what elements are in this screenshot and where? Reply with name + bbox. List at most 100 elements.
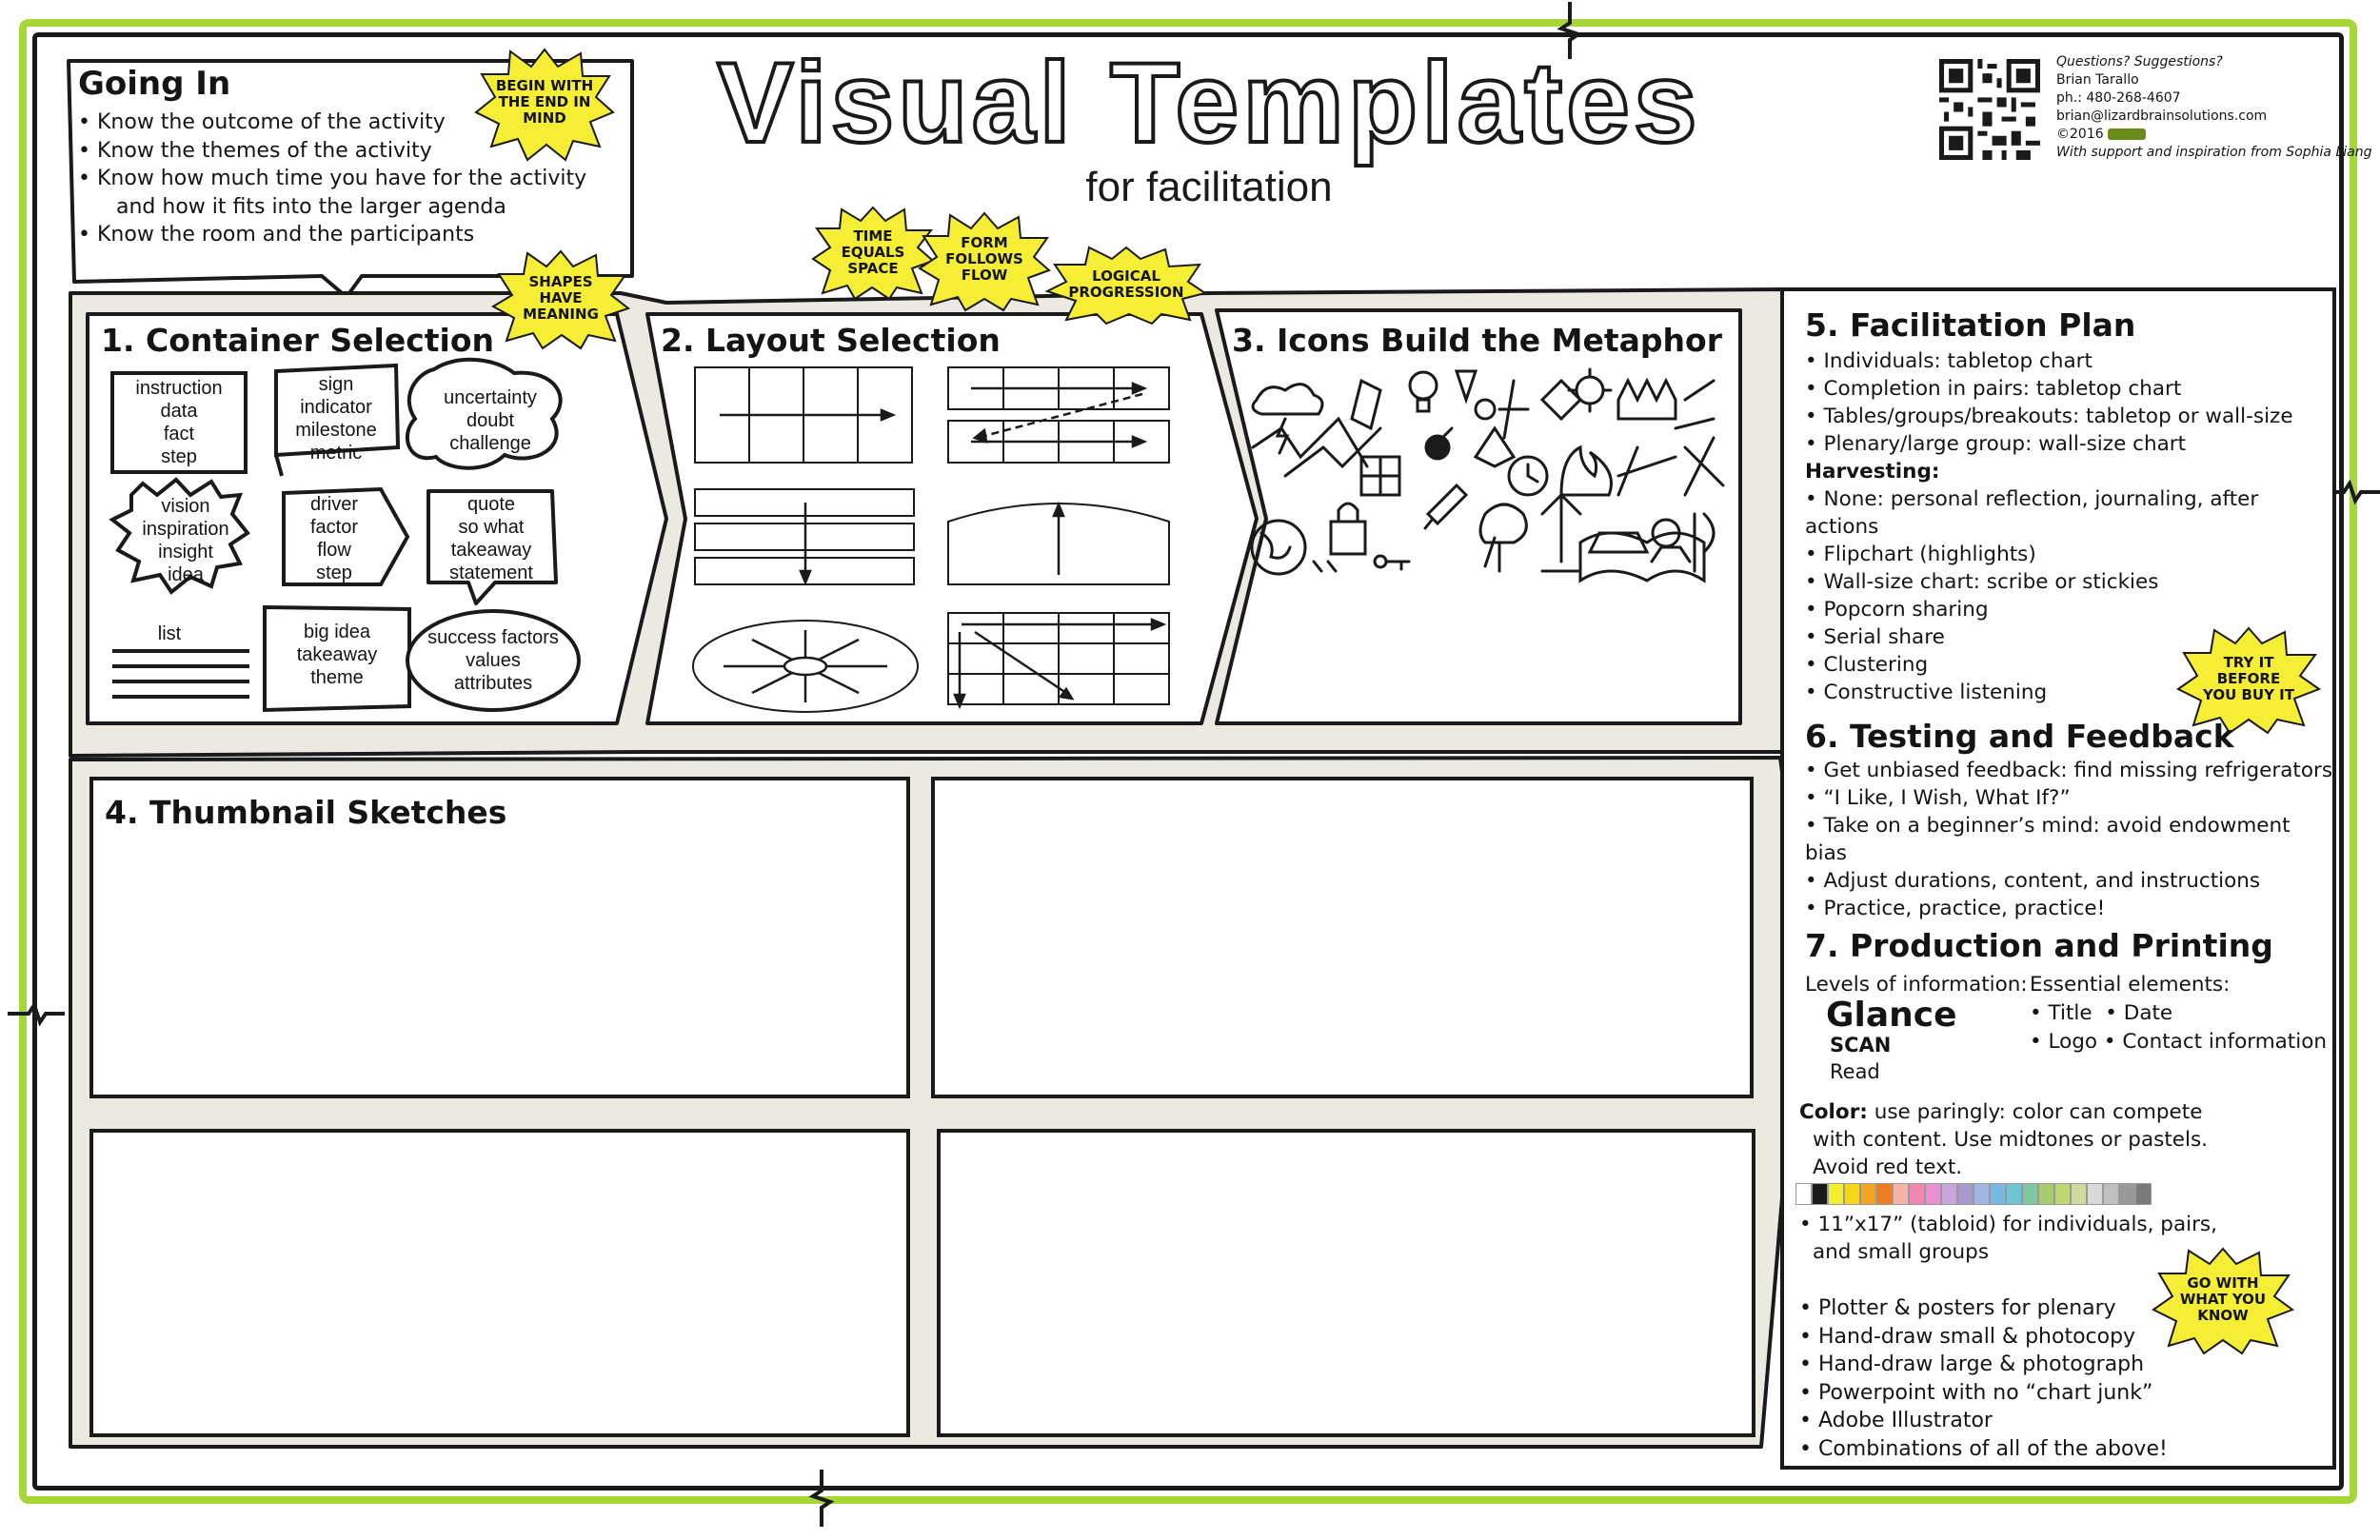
contact-email: brian@lizardbrainsolutions.com bbox=[2056, 109, 2268, 124]
contact-info: Questions? Suggestions? Brian Tarallo ph… bbox=[2056, 53, 2371, 162]
color-swatch bbox=[2071, 1183, 2087, 1205]
list-item: Know the outcome of the activity bbox=[78, 109, 630, 137]
list-item: Practice, practice, practice! bbox=[1805, 895, 2338, 922]
burst-begin-shape bbox=[474, 48, 615, 162]
contact-copyright: ©2016 bbox=[2056, 126, 2371, 144]
section-icons-metaphor: 3. Icons Build the Metaphor bbox=[1232, 322, 1722, 359]
contact-name: Brian Tarallo bbox=[2056, 72, 2139, 88]
color-swatch bbox=[1828, 1183, 1844, 1205]
section-production-printing: 7. Production and Printing bbox=[1805, 927, 2273, 964]
level-read: Read bbox=[1830, 1060, 1880, 1083]
color-swatch bbox=[1941, 1183, 1957, 1205]
color-swatch bbox=[2087, 1183, 2103, 1205]
burst-shapes-shape bbox=[491, 249, 630, 350]
color-swatch bbox=[2103, 1183, 2119, 1205]
list-item: Combinations of all of the above! bbox=[1799, 1435, 2313, 1464]
list-item: Know the themes of the activity bbox=[78, 137, 630, 166]
list-item: Wall-size chart: scribe or stickies bbox=[1805, 568, 2338, 596]
list-item: Constructive listening bbox=[1805, 679, 2338, 706]
list-item: Powerpoint with no “chart junk” bbox=[1799, 1379, 2313, 1408]
inner-frame bbox=[32, 32, 2344, 1491]
list-item: Completion in pairs: tabletop chart bbox=[1805, 375, 2338, 403]
list-item: Take on a beginner’s mind: avoid endowme… bbox=[1805, 812, 2338, 867]
going-in-heading: Going In bbox=[78, 65, 231, 103]
color-swatch bbox=[2022, 1183, 2038, 1205]
section-facilitation-plan: 5. Facilitation Plan bbox=[1805, 306, 2136, 344]
list-item: Tables/groups/breakouts: tabletop or wal… bbox=[1805, 403, 2338, 430]
essential-title-date: • Title • Date bbox=[2030, 1001, 2173, 1025]
essential-logo-contact: • Logo • Contact information bbox=[2030, 1030, 2327, 1054]
frame-zigzag-right bbox=[2323, 479, 2380, 505]
color-swatch bbox=[1893, 1183, 1909, 1205]
list-item: Know how much time you have for the acti… bbox=[78, 165, 630, 193]
color-swatch bbox=[2038, 1183, 2054, 1205]
harvesting-label: Harvesting: bbox=[1805, 460, 1940, 484]
list-item: None: personal reflection, journaling, a… bbox=[1805, 485, 2338, 541]
color-swatch bbox=[1876, 1183, 1893, 1205]
level-glance: Glance bbox=[1826, 996, 1957, 1035]
color-swatches bbox=[1795, 1183, 2152, 1205]
color-swatch bbox=[1812, 1183, 1828, 1205]
color-swatch bbox=[1844, 1183, 1860, 1205]
list-item: Adjust durations, content, and instructi… bbox=[1805, 867, 2338, 895]
testing-feedback-section: 6. Testing and Feedback Get unbiased fee… bbox=[1805, 718, 2338, 922]
color-label: Color: bbox=[1799, 1100, 1868, 1124]
section-testing-feedback: 6. Testing and Feedback bbox=[1805, 718, 2234, 755]
burst-time-shape bbox=[811, 206, 935, 301]
contact-phone: ph.: 480-268-4607 bbox=[2056, 90, 2181, 106]
title-sub: for facilitation bbox=[1085, 164, 1333, 210]
color-swatch bbox=[1860, 1183, 1876, 1205]
section-thumbnail-sketches: 4. Thumbnail Sketches bbox=[105, 794, 507, 831]
print-options: Plotter & posters for plenary Hand-draw … bbox=[1799, 1294, 2313, 1463]
facilitation-plan-section: 5. Facilitation Plan Individuals: tablet… bbox=[1805, 306, 2338, 706]
contact-questions: Questions? Suggestions? bbox=[2056, 54, 2223, 69]
list-item: Individuals: tabletop chart bbox=[1805, 347, 2338, 375]
color-swatch bbox=[1957, 1183, 1973, 1205]
outer-frame bbox=[19, 19, 2357, 1504]
color-swatch bbox=[2135, 1183, 2152, 1205]
list-item: Hand-draw small & photocopy bbox=[1799, 1323, 2313, 1352]
list-item: Adobe Illustrator bbox=[1799, 1407, 2313, 1435]
container-list: list bbox=[157, 623, 182, 644]
levels-label: Levels of information: bbox=[1805, 973, 2028, 997]
color-swatch bbox=[1973, 1183, 1990, 1205]
contact-support: With support and inspiration from Sophia… bbox=[2056, 145, 2372, 160]
color-swatch bbox=[1990, 1183, 2006, 1205]
list-item: “I Like, I Wish, What If?” bbox=[1805, 784, 2338, 812]
color-swatch bbox=[2054, 1183, 2071, 1205]
list-item: Clustering bbox=[1805, 651, 2338, 679]
level-scan: SCAN bbox=[1830, 1034, 1892, 1056]
list-item: Flipchart (highlights) bbox=[1805, 541, 2338, 568]
color-swatch bbox=[1795, 1183, 1812, 1205]
list-item: Hand-draw large & photograph bbox=[1799, 1351, 2313, 1379]
section-container-selection: 1. Container Selection bbox=[101, 322, 495, 359]
burst-logical-shape bbox=[1045, 246, 1207, 326]
section-layout-selection: 2. Layout Selection bbox=[661, 322, 1001, 359]
frame-zigzag-top bbox=[1557, 2, 1583, 59]
list-item: Popcorn sharing bbox=[1805, 596, 2338, 623]
burst-form-shape bbox=[918, 211, 1051, 312]
qr-code-icon bbox=[1939, 59, 2040, 160]
list-item: Plenary/large group: wall-size chart bbox=[1805, 430, 2338, 458]
list-item: Know the room and the participants bbox=[78, 221, 630, 249]
frame-zigzag-bottom bbox=[808, 1470, 835, 1527]
color-swatch bbox=[2119, 1183, 2135, 1205]
list-item: Plotter & posters for plenary bbox=[1799, 1294, 2313, 1323]
color-swatch bbox=[2006, 1183, 2022, 1205]
color-swatch bbox=[1909, 1183, 1925, 1205]
frame-zigzag-left bbox=[8, 1000, 65, 1027]
color-swatch bbox=[1925, 1183, 1941, 1205]
